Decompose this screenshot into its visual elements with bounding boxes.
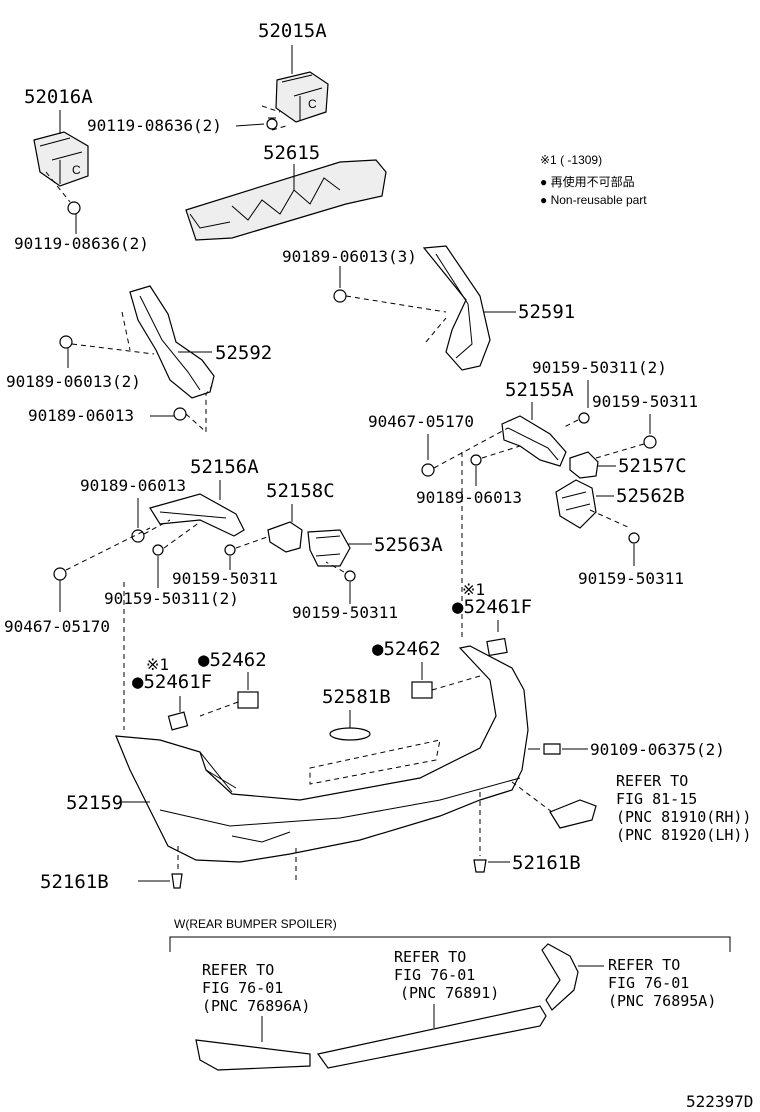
label-mark-left: ※1 bbox=[146, 655, 169, 674]
label-52157c: 52157C bbox=[618, 455, 687, 477]
clip-90119-top bbox=[266, 117, 278, 130]
spoiler-76895a bbox=[541, 943, 579, 1011]
label-ref81-pnc2: (PNC 81920(LH)) bbox=[616, 826, 751, 844]
label-52158c: 52158C bbox=[266, 480, 335, 502]
retainer-52592 bbox=[129, 285, 215, 399]
bracket-52562b bbox=[555, 479, 597, 529]
label-ref81-title: REFER TO bbox=[616, 772, 688, 790]
clip-90159-bottom-mid bbox=[344, 570, 356, 582]
label-90189-mid: 90189-06013 bbox=[416, 488, 522, 507]
pad-52461f-right bbox=[486, 637, 508, 657]
label-refC-title: REFER TO bbox=[608, 956, 680, 974]
label-90159-bottom-mid: 90159-50311 bbox=[292, 603, 398, 622]
spoiler-76896a bbox=[195, 1039, 311, 1071]
label-52562b: 52562B bbox=[616, 485, 685, 507]
clip-90159-2-mid bbox=[152, 544, 164, 556]
label-52462-left: ●52462 bbox=[198, 649, 267, 671]
spoiler-76891 bbox=[316, 1005, 547, 1069]
label-52016a: 52016A bbox=[24, 86, 93, 108]
label-52015a: 52015A bbox=[258, 20, 327, 42]
label-mark-right: ※1 bbox=[462, 580, 485, 599]
label-refA-pnc: (PNC 76896A) bbox=[202, 997, 310, 1015]
label-90109: 90109-06375(2) bbox=[590, 740, 725, 759]
label-90189-upper: 90189-06013 bbox=[80, 476, 186, 495]
label-90467-left: 90467-05170 bbox=[4, 617, 110, 636]
label-52563a: 52563A bbox=[374, 534, 443, 556]
legend-jp-line: ● 再使用不可部品 bbox=[540, 174, 635, 189]
label-52161b-left: 52161B bbox=[40, 871, 109, 893]
diagram-code: 522397D bbox=[686, 1092, 753, 1111]
label-52462-mid: ●52462 bbox=[372, 638, 441, 660]
label-refC-pnc: (PNC 76895A) bbox=[608, 992, 716, 1010]
clip-90159-top-right bbox=[643, 435, 657, 449]
svg-text:C: C bbox=[308, 97, 317, 111]
label-90189-3: 90189-06013(3) bbox=[282, 247, 417, 266]
reflector-81910 bbox=[549, 799, 597, 829]
absorber-52615 bbox=[185, 159, 387, 241]
pad-52462-mid bbox=[411, 681, 433, 699]
clip-90189-left-single bbox=[173, 407, 187, 421]
clip-90189-3 bbox=[333, 289, 347, 303]
clip-90467-left bbox=[53, 567, 67, 581]
label-52159: 52159 bbox=[66, 792, 123, 814]
clip-52161b-right bbox=[473, 859, 487, 873]
label-52461f-right: ●52461F bbox=[452, 596, 532, 618]
label-refA-title: REFER TO bbox=[202, 961, 274, 979]
label-52581b: 52581B bbox=[322, 686, 391, 708]
label-90159-right-bottom: 90159-50311 bbox=[578, 569, 684, 588]
label-90189-left-single: 90189-06013 bbox=[28, 406, 134, 425]
clip-90467-right bbox=[421, 463, 435, 477]
label-90189-2: 90189-06013(2) bbox=[6, 372, 141, 391]
label-90467-right: 90467-05170 bbox=[368, 412, 474, 431]
legend-block: ※1 ( -1309) ● 再使用不可部品 ● Non-reusable par… bbox=[540, 153, 647, 207]
label-refB-fig: FIG 76-01 bbox=[394, 966, 475, 984]
label-refB-title: REFER TO bbox=[394, 948, 466, 966]
label-refC-fig: FIG 76-01 bbox=[608, 974, 689, 992]
clip-90119-bottom bbox=[67, 201, 81, 215]
bumper-cover-52159 bbox=[115, 645, 529, 884]
bracket-52015a: C bbox=[275, 71, 329, 123]
clip-90189-2 bbox=[59, 335, 73, 349]
label-ref81-fig: FIG 81-15 bbox=[616, 790, 697, 808]
clip-90159-top bbox=[578, 412, 590, 424]
pad-52461f-left bbox=[167, 711, 189, 731]
label-refA-fig: FIG 76-01 bbox=[202, 979, 283, 997]
label-52591: 52591 bbox=[518, 301, 575, 323]
label-52461f-left: ●52461F bbox=[132, 671, 212, 693]
label-52156a: 52156A bbox=[190, 456, 259, 478]
bracket-52155a bbox=[501, 415, 567, 467]
svg-text:C: C bbox=[72, 163, 81, 177]
clip-90159-right-bottom bbox=[628, 532, 640, 544]
label-90119-top: 90119-08636(2) bbox=[87, 116, 222, 135]
label-90159-top-right: 90159-50311 bbox=[592, 392, 698, 411]
legend-mark-line: ※1 ( -1309) bbox=[540, 153, 602, 167]
clip-90189-mid bbox=[470, 454, 482, 466]
label-52155a: 52155A bbox=[505, 379, 574, 401]
label-90119-bottom: 90119-08636(2) bbox=[14, 234, 149, 253]
label-52615: 52615 bbox=[263, 142, 320, 164]
reflector-52581b bbox=[329, 727, 371, 741]
label-90159-mid: 90159-50311 bbox=[172, 569, 278, 588]
label-90159-2-top: 90159-50311(2) bbox=[532, 358, 667, 377]
bracket-52156a bbox=[149, 493, 245, 537]
label-52592: 52592 bbox=[215, 342, 272, 364]
pad-52462-left bbox=[237, 691, 259, 709]
label-ref81-pnc1: (PNC 81910(RH)) bbox=[616, 808, 751, 826]
label-52161b-right: 52161B bbox=[512, 852, 581, 874]
bracket-52158c bbox=[267, 521, 303, 553]
bracket-52157c bbox=[569, 451, 599, 479]
spoiler-bracket-line bbox=[169, 936, 731, 952]
label-refB-pnc: (PNC 76891) bbox=[400, 984, 499, 1002]
label-90159-2-mid: 90159-50311(2) bbox=[104, 589, 239, 608]
spoiler-caption: W(REAR BUMPER SPOILER) bbox=[174, 917, 337, 931]
bracket-52016a: C bbox=[33, 131, 89, 187]
bracket-52563a bbox=[307, 529, 351, 567]
retainer-52591 bbox=[422, 245, 491, 371]
clip-52161b-left bbox=[171, 873, 183, 889]
legend-en-line: ● Non-reusable part bbox=[540, 193, 647, 207]
bolt-90109 bbox=[528, 743, 561, 755]
clip-90159-mid bbox=[224, 544, 236, 556]
